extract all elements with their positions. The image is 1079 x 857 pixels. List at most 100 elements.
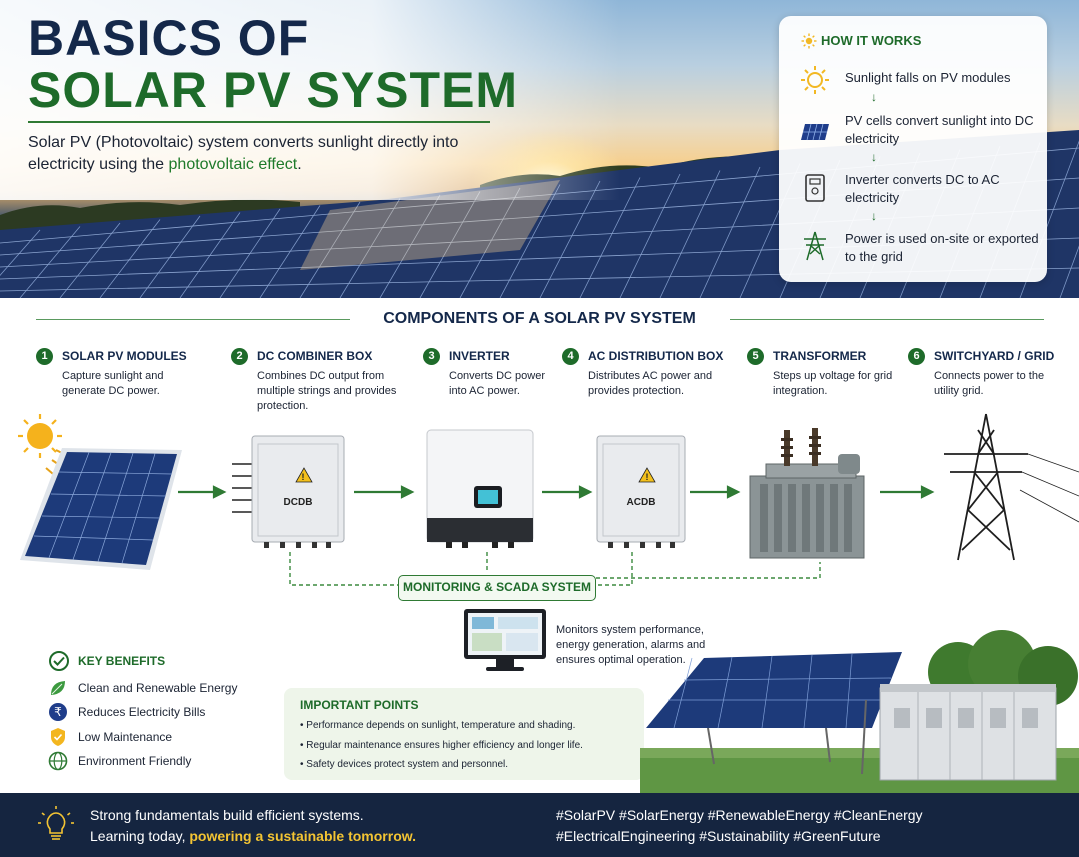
transmission-tower-icon xyxy=(804,231,826,261)
footer-line2: Learning today, powering a sustainable t… xyxy=(90,828,416,844)
how-step-3: Inverter converts DC to AC electricity xyxy=(845,172,1000,205)
panel-gridline xyxy=(339,198,401,298)
component-desc: Combines DC output from multiple strings… xyxy=(257,370,397,412)
how-it-works-title: HOW IT WORKS xyxy=(821,33,922,48)
how-step-2: PV cells convert sunlight into DC electr… xyxy=(845,113,1034,146)
footer-line2-text: Learning today, xyxy=(90,828,190,844)
component-number: 6 xyxy=(908,348,925,365)
transmission-tower-illustration xyxy=(944,413,1079,561)
title-backdrop xyxy=(0,0,620,200)
component-number: 3 xyxy=(423,348,440,365)
panel-gridline xyxy=(419,191,481,298)
component-name: SWITCHYARD / GRID xyxy=(934,349,1055,363)
footer-bar: Strong fundamentals build efficient syst… xyxy=(0,793,1079,857)
component-illustrations: ! ! xyxy=(18,413,1079,586)
acdb-label: ACDB xyxy=(626,497,656,508)
footer-line1: Strong fundamentals build efficient syst… xyxy=(90,807,364,823)
scada-link-lines xyxy=(289,552,821,586)
benefit-item: Reduces Electricity Bills xyxy=(78,705,206,719)
section-rule-right xyxy=(730,319,1044,320)
component-number: 2 xyxy=(231,348,248,365)
component-name: TRANSFORMER xyxy=(773,349,867,363)
svg-text:!: ! xyxy=(302,472,305,482)
flow-arrows xyxy=(178,485,935,499)
acdb-box-illustration: ! xyxy=(596,435,686,548)
component-desc: Steps up voltage for grid integration. xyxy=(773,370,893,397)
benefit-item: Environment Friendly xyxy=(78,754,192,768)
panel-gridline xyxy=(259,205,321,298)
how-arrow-2: ↓ xyxy=(871,150,877,164)
panel-gridline xyxy=(299,201,361,298)
small-sun-icon xyxy=(801,33,817,49)
component-name: AC DISTRIBUTION BOX xyxy=(588,349,724,363)
component-name: SOLAR PV MODULES xyxy=(62,349,187,363)
intro-text-part: Solar PV (Photovoltaic) system converts … xyxy=(28,134,459,173)
component-desc: Distributes AC power and provides protec… xyxy=(588,370,713,397)
important-point: • Safety devices protect system and pers… xyxy=(300,759,509,770)
monitor-icon xyxy=(464,609,546,671)
check-circle-icon xyxy=(49,651,69,671)
svg-text:!: ! xyxy=(646,472,649,482)
component-desc: Converts DC power into AC power. xyxy=(449,370,545,397)
panel-glare xyxy=(300,180,560,270)
lightbulb-icon xyxy=(38,806,74,840)
benefit-item: Clean and Renewable Energy xyxy=(78,681,238,695)
panel-gridline xyxy=(379,194,441,298)
intro-highlight: photovoltaic effect xyxy=(168,156,298,173)
hashtags-line2: #ElectricalEngineering #Sustainability #… xyxy=(556,828,881,844)
footer-highlight: powering a sustainable tomorrow. xyxy=(189,828,416,844)
panel-gridline xyxy=(459,187,521,298)
inverter-icon xyxy=(805,174,825,202)
shield-icon xyxy=(51,728,65,746)
dcdb-box-illustration: ! xyxy=(232,435,345,548)
panel-gridline xyxy=(1059,245,1079,298)
svg-text:₹: ₹ xyxy=(54,705,62,719)
monitoring-scada-label: MONITORING & SCADA SYSTEM xyxy=(398,575,596,601)
transformer-illustration xyxy=(749,428,865,559)
page-title-line1: BASICS OF xyxy=(28,10,310,66)
section-rule-left xyxy=(36,319,350,320)
component-number: 5 xyxy=(747,348,764,365)
monitoring-desc: Monitors system performance, energy gene… xyxy=(556,624,706,666)
panel-gridline xyxy=(579,177,641,298)
important-point: • Regular maintenance ensures higher eff… xyxy=(300,740,583,751)
panel-gridline xyxy=(139,215,201,298)
how-step-1: Sunlight falls on PV modules xyxy=(845,70,1011,85)
panel-gridline xyxy=(0,229,41,276)
panel-gridline xyxy=(59,222,121,298)
ground-array-illustration xyxy=(640,630,1079,793)
how-arrow-1: ↓ xyxy=(871,90,877,104)
important-title: IMPORTANT POINTS xyxy=(300,698,419,712)
component-number: 4 xyxy=(562,348,579,365)
component-name: DC COMBINER BOX xyxy=(257,349,373,363)
important-point: • Performance depends on sunlight, tempe… xyxy=(300,720,576,731)
component-desc: Connects power to the utility grid. xyxy=(934,370,1045,397)
benefit-item: Low Maintenance xyxy=(78,730,173,744)
how-arrow-3: ↓ xyxy=(871,209,877,223)
component-name: INVERTER xyxy=(449,349,510,363)
solar-panel-icon xyxy=(801,123,829,141)
dcdb-label: DCDB xyxy=(283,497,313,508)
intro-text: Solar PV (Photovoltaic) system converts … xyxy=(28,132,508,176)
pv-module-illustration xyxy=(20,448,182,570)
inverter-illustration xyxy=(426,429,534,548)
component-number: 1 xyxy=(36,348,53,365)
panel-gridline xyxy=(539,180,601,298)
panel-gridline xyxy=(499,184,561,298)
page-title-line2: SOLAR PV SYSTEM xyxy=(28,62,519,118)
panel-gridline xyxy=(19,226,81,298)
sun-icon xyxy=(801,66,829,94)
how-it-works-card: HOW IT WORKS Sunlight falls on PV module… xyxy=(779,16,1047,282)
component-desc: Capture sunlight and generate DC power. xyxy=(62,370,164,397)
panel-gridline xyxy=(99,219,161,298)
globe-icon xyxy=(48,751,68,771)
components-title: COMPONENTS OF A SOLAR PV SYSTEM xyxy=(383,310,696,327)
benefits-title: KEY BENEFITS xyxy=(78,654,166,668)
how-step-4: Power is used on-site or exported to the… xyxy=(845,231,1039,264)
important-points-card: IMPORTANT POINTS • Performance depends o… xyxy=(284,688,644,780)
leaf-icon xyxy=(51,681,65,695)
intro-text-end: . xyxy=(297,156,302,173)
title-divider xyxy=(28,121,490,123)
rupee-icon: ₹ xyxy=(49,703,67,721)
